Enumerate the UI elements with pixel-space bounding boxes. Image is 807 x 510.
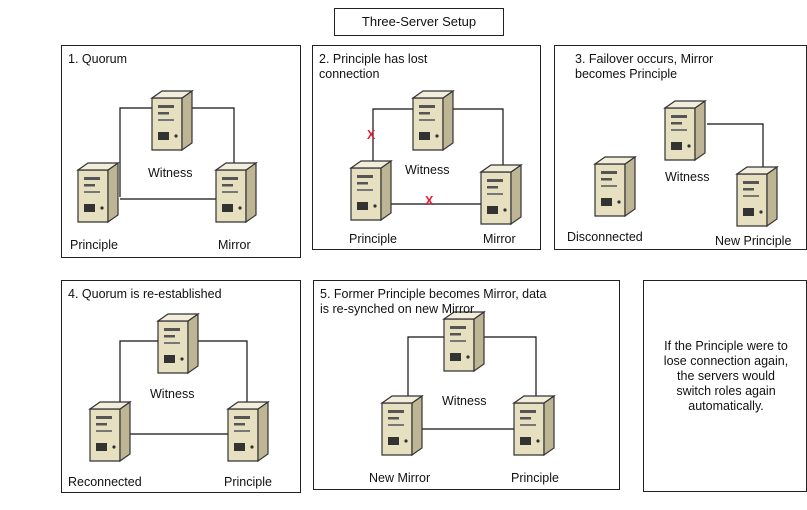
- principle-server-icon: [350, 160, 392, 221]
- panel-3-diagram: [594, 100, 778, 227]
- principle-label: Principle: [349, 232, 397, 246]
- witness-label: Witness: [150, 387, 195, 401]
- reconnected-label: Reconnected: [68, 475, 142, 489]
- note-text: If the Principle were to lose connection…: [663, 339, 789, 413]
- principle-label: Principle: [70, 238, 118, 252]
- break-mark-witness: X: [367, 128, 376, 142]
- principle-server-icon: [227, 401, 269, 462]
- panel-3-heading: 3. Failover occurs, Mirror becomes Princ…: [575, 52, 714, 81]
- witness-server-icon: [443, 311, 485, 372]
- new-principle-server-icon: [736, 166, 778, 227]
- mirror-label: Mirror: [218, 238, 251, 252]
- panel-failover: 3. Failover occurs, Mirror becomes Princ…: [554, 45, 807, 250]
- mirror-server-icon: [215, 162, 257, 223]
- panel-quorum-reestablished: 4. Quorum is re-established Witness Reco…: [61, 280, 301, 493]
- mirror-label: Mirror: [483, 232, 516, 246]
- principle-server-icon: [513, 395, 555, 456]
- new-principle-label: New Principle: [715, 234, 792, 248]
- witness-label: Witness: [405, 163, 450, 177]
- mirror-server-icon: [480, 164, 522, 225]
- panel-4-diagram: [89, 313, 269, 462]
- witness-server-icon: [664, 100, 706, 161]
- panel-lost-connection: 2. Principle has lost connection X X Wit…: [312, 45, 541, 250]
- panel-1-diagram: [77, 90, 257, 223]
- panel-former-principle-mirror: 5. Former Principle becomes Mirror, data…: [313, 280, 620, 490]
- panel-5-diagram: [381, 311, 555, 456]
- principle-label: Principle: [224, 475, 272, 489]
- witness-server-icon: [412, 90, 454, 151]
- witness-server-icon: [157, 313, 199, 374]
- witness-label: Witness: [148, 166, 193, 180]
- diagram-title: Three-Server Setup: [334, 8, 504, 36]
- panel-note: If the Principle were to lose connection…: [643, 280, 807, 492]
- witness-label: Witness: [665, 170, 710, 184]
- disconnected-server-icon: [594, 156, 636, 217]
- panel-2-heading: 2. Principle has lost connection: [319, 52, 428, 81]
- new-mirror-label: New Mirror: [369, 471, 431, 485]
- witness-server-icon: [151, 90, 193, 151]
- panel-4-heading: 4. Quorum is re-established: [68, 287, 222, 301]
- disconnected-label: Disconnected: [567, 230, 643, 244]
- new-mirror-server-icon: [381, 395, 423, 456]
- break-mark-mirror: X: [425, 194, 434, 208]
- principle-server-icon: [77, 162, 119, 223]
- principle-label: Principle: [511, 471, 559, 485]
- panel-quorum: 1. Quorum Witness Principle Mirror: [61, 45, 301, 258]
- panel-5-heading: 5. Former Principle becomes Mirror, data…: [320, 287, 547, 316]
- panel-1-heading: 1. Quorum: [68, 52, 128, 66]
- reconnected-server-icon: [89, 401, 131, 462]
- panel-2-diagram: [350, 90, 522, 225]
- witness-label: Witness: [442, 394, 487, 408]
